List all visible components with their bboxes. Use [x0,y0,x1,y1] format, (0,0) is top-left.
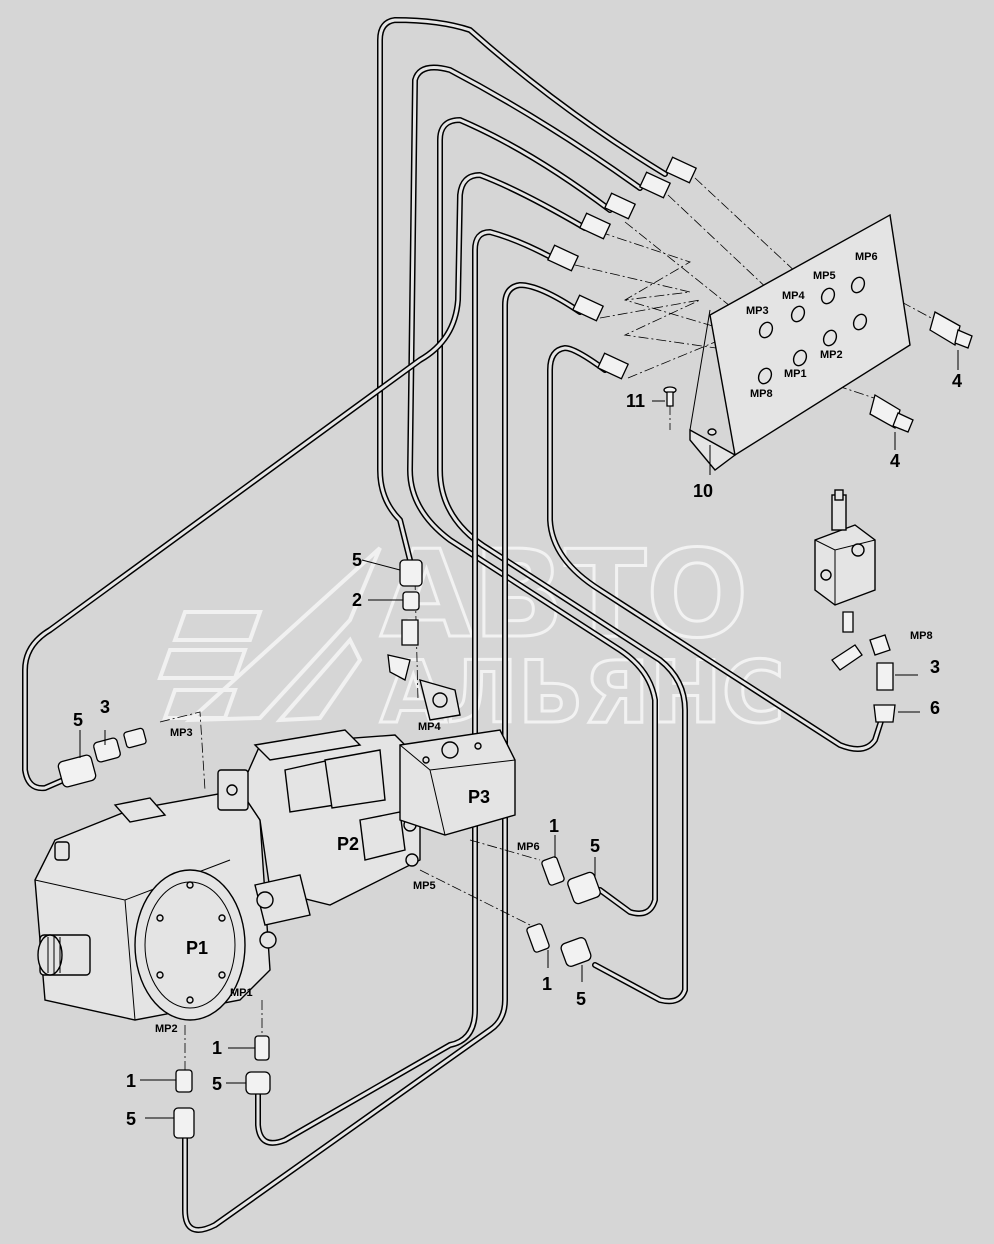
callout-2: 2 [352,590,362,610]
panel-label-mp2: MP2 [820,349,843,361]
callout-1-bottom-left: 1 [126,1071,136,1091]
callout-11: 11 [626,391,645,411]
watermark-logo [157,546,382,723]
callout-5-bottom-mid: 5 [212,1074,222,1094]
panel-label-mp5: MP5 [813,270,836,282]
label-mp2: MP2 [155,1023,178,1035]
callout-3-left: 3 [100,697,110,717]
label-mp6: MP6 [517,841,540,853]
panel-label-mp8: MP8 [750,388,773,400]
label-p2: P2 [337,834,359,854]
callout-5-bottom-left: 5 [126,1109,136,1129]
callout-5-top: 5 [352,550,362,570]
pipe-bundle [22,17,886,1233]
callout-4-upper: 4 [952,371,962,391]
leader-lines [79,350,959,1119]
callout-10: 10 [693,481,713,501]
panel-label-mp4: MP4 [782,290,806,302]
label-mp4: MP4 [418,721,442,733]
pump-assembly [34,729,516,1021]
coupling-4-upper [929,311,973,349]
bolt-11 [663,386,677,407]
label-mp8: MP8 [910,630,933,642]
callout-5-lower-right: 5 [576,989,586,1009]
label-p3: P3 [468,787,490,807]
callout-1-bottom-mid: 1 [212,1038,222,1058]
port-panel [689,213,911,471]
bottom-fittings [173,856,601,1139]
callout-5-upper-right: 5 [590,836,600,856]
panel-label-mp6: MP6 [855,251,878,263]
callout-1-upper: 1 [549,816,559,836]
mp4-fittings [387,559,461,721]
coupling-4-lower [869,393,914,433]
pipe-nuts-panel [546,156,698,380]
panel-label-mp1: MP1 [784,368,807,380]
label-mp3: MP3 [170,727,193,739]
callout-1-lower: 1 [542,974,552,994]
label-p1: P1 [186,938,208,958]
callout-4-lower: 4 [890,451,900,471]
label-mp5: MP5 [413,880,436,892]
callout-6: 6 [930,698,940,718]
callout-3-right: 3 [930,657,940,677]
callout-5-left: 5 [73,710,83,730]
valve-block [814,489,896,723]
mp3-fittings [57,727,147,788]
panel-label-mp3: MP3 [746,305,769,317]
label-mp1: MP1 [230,987,253,999]
